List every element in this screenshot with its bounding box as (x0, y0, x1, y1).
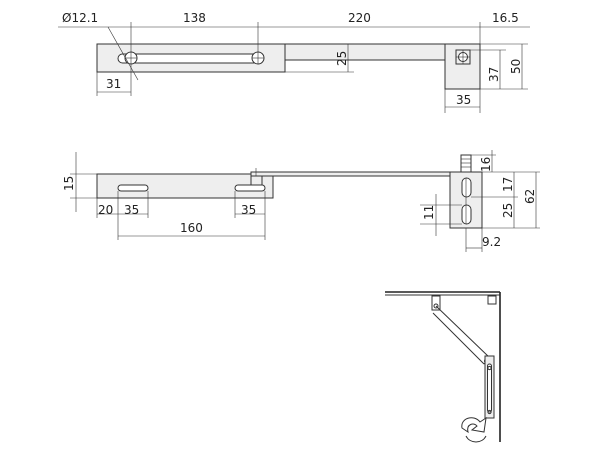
dim-hole-diameter: Ø12.1 (62, 11, 98, 25)
dim-stud-height: 16 (479, 157, 493, 172)
dim-slot-a-length: 35 (124, 203, 139, 217)
dim-slot-b-length: 35 (241, 203, 256, 217)
dim-slot-height: 11 (422, 205, 436, 220)
side-view: 15 20 35 35 160 16 17 11 25 62 9.2 (62, 150, 540, 252)
stay-arm-upper (435, 305, 491, 359)
rotation-arrow-icon (461, 416, 487, 443)
side-connecting-bar (250, 171, 453, 177)
side-bracket-slot-bottom (461, 204, 472, 225)
dim-bracket-slot-spacing: 25 (501, 203, 515, 218)
side-slot-left (117, 184, 149, 192)
dim-arm-length: 220 (348, 11, 371, 25)
dim-arm-thickness: 15 (62, 176, 76, 191)
dim-bracket-hole-height: 37 (487, 67, 501, 82)
dim-bracket-width: 35 (456, 93, 471, 107)
hinge-block (431, 295, 441, 311)
dim-arm-width: 25 (335, 51, 349, 66)
stay-arm-lower (432, 312, 485, 365)
dim-bracket-offset: 16.5 (492, 11, 519, 25)
dim-slot-span: 138 (183, 11, 206, 25)
top-slot (117, 53, 259, 64)
top-connecting-bar (284, 43, 446, 61)
side-slot-right (234, 184, 266, 192)
dim-bracket-depth: 9.2 (482, 235, 501, 249)
installation-sketch (385, 291, 501, 443)
top-view: Ø12.1 138 220 16.5 25 31 35 37 50 (58, 11, 530, 113)
side-bracket-stud (460, 154, 472, 173)
dim-bracket-height: 50 (509, 59, 523, 74)
dim-slot-start: 20 (98, 203, 113, 217)
dim-slot-pitch: 160 (180, 221, 203, 235)
side-bracket-slot-top (461, 177, 472, 198)
dim-bracket-total-height: 62 (523, 189, 537, 204)
top-bracket-plate (444, 43, 481, 90)
dim-slot-offset: 31 (106, 77, 121, 91)
dim-stud-offset: 17 (501, 177, 515, 192)
